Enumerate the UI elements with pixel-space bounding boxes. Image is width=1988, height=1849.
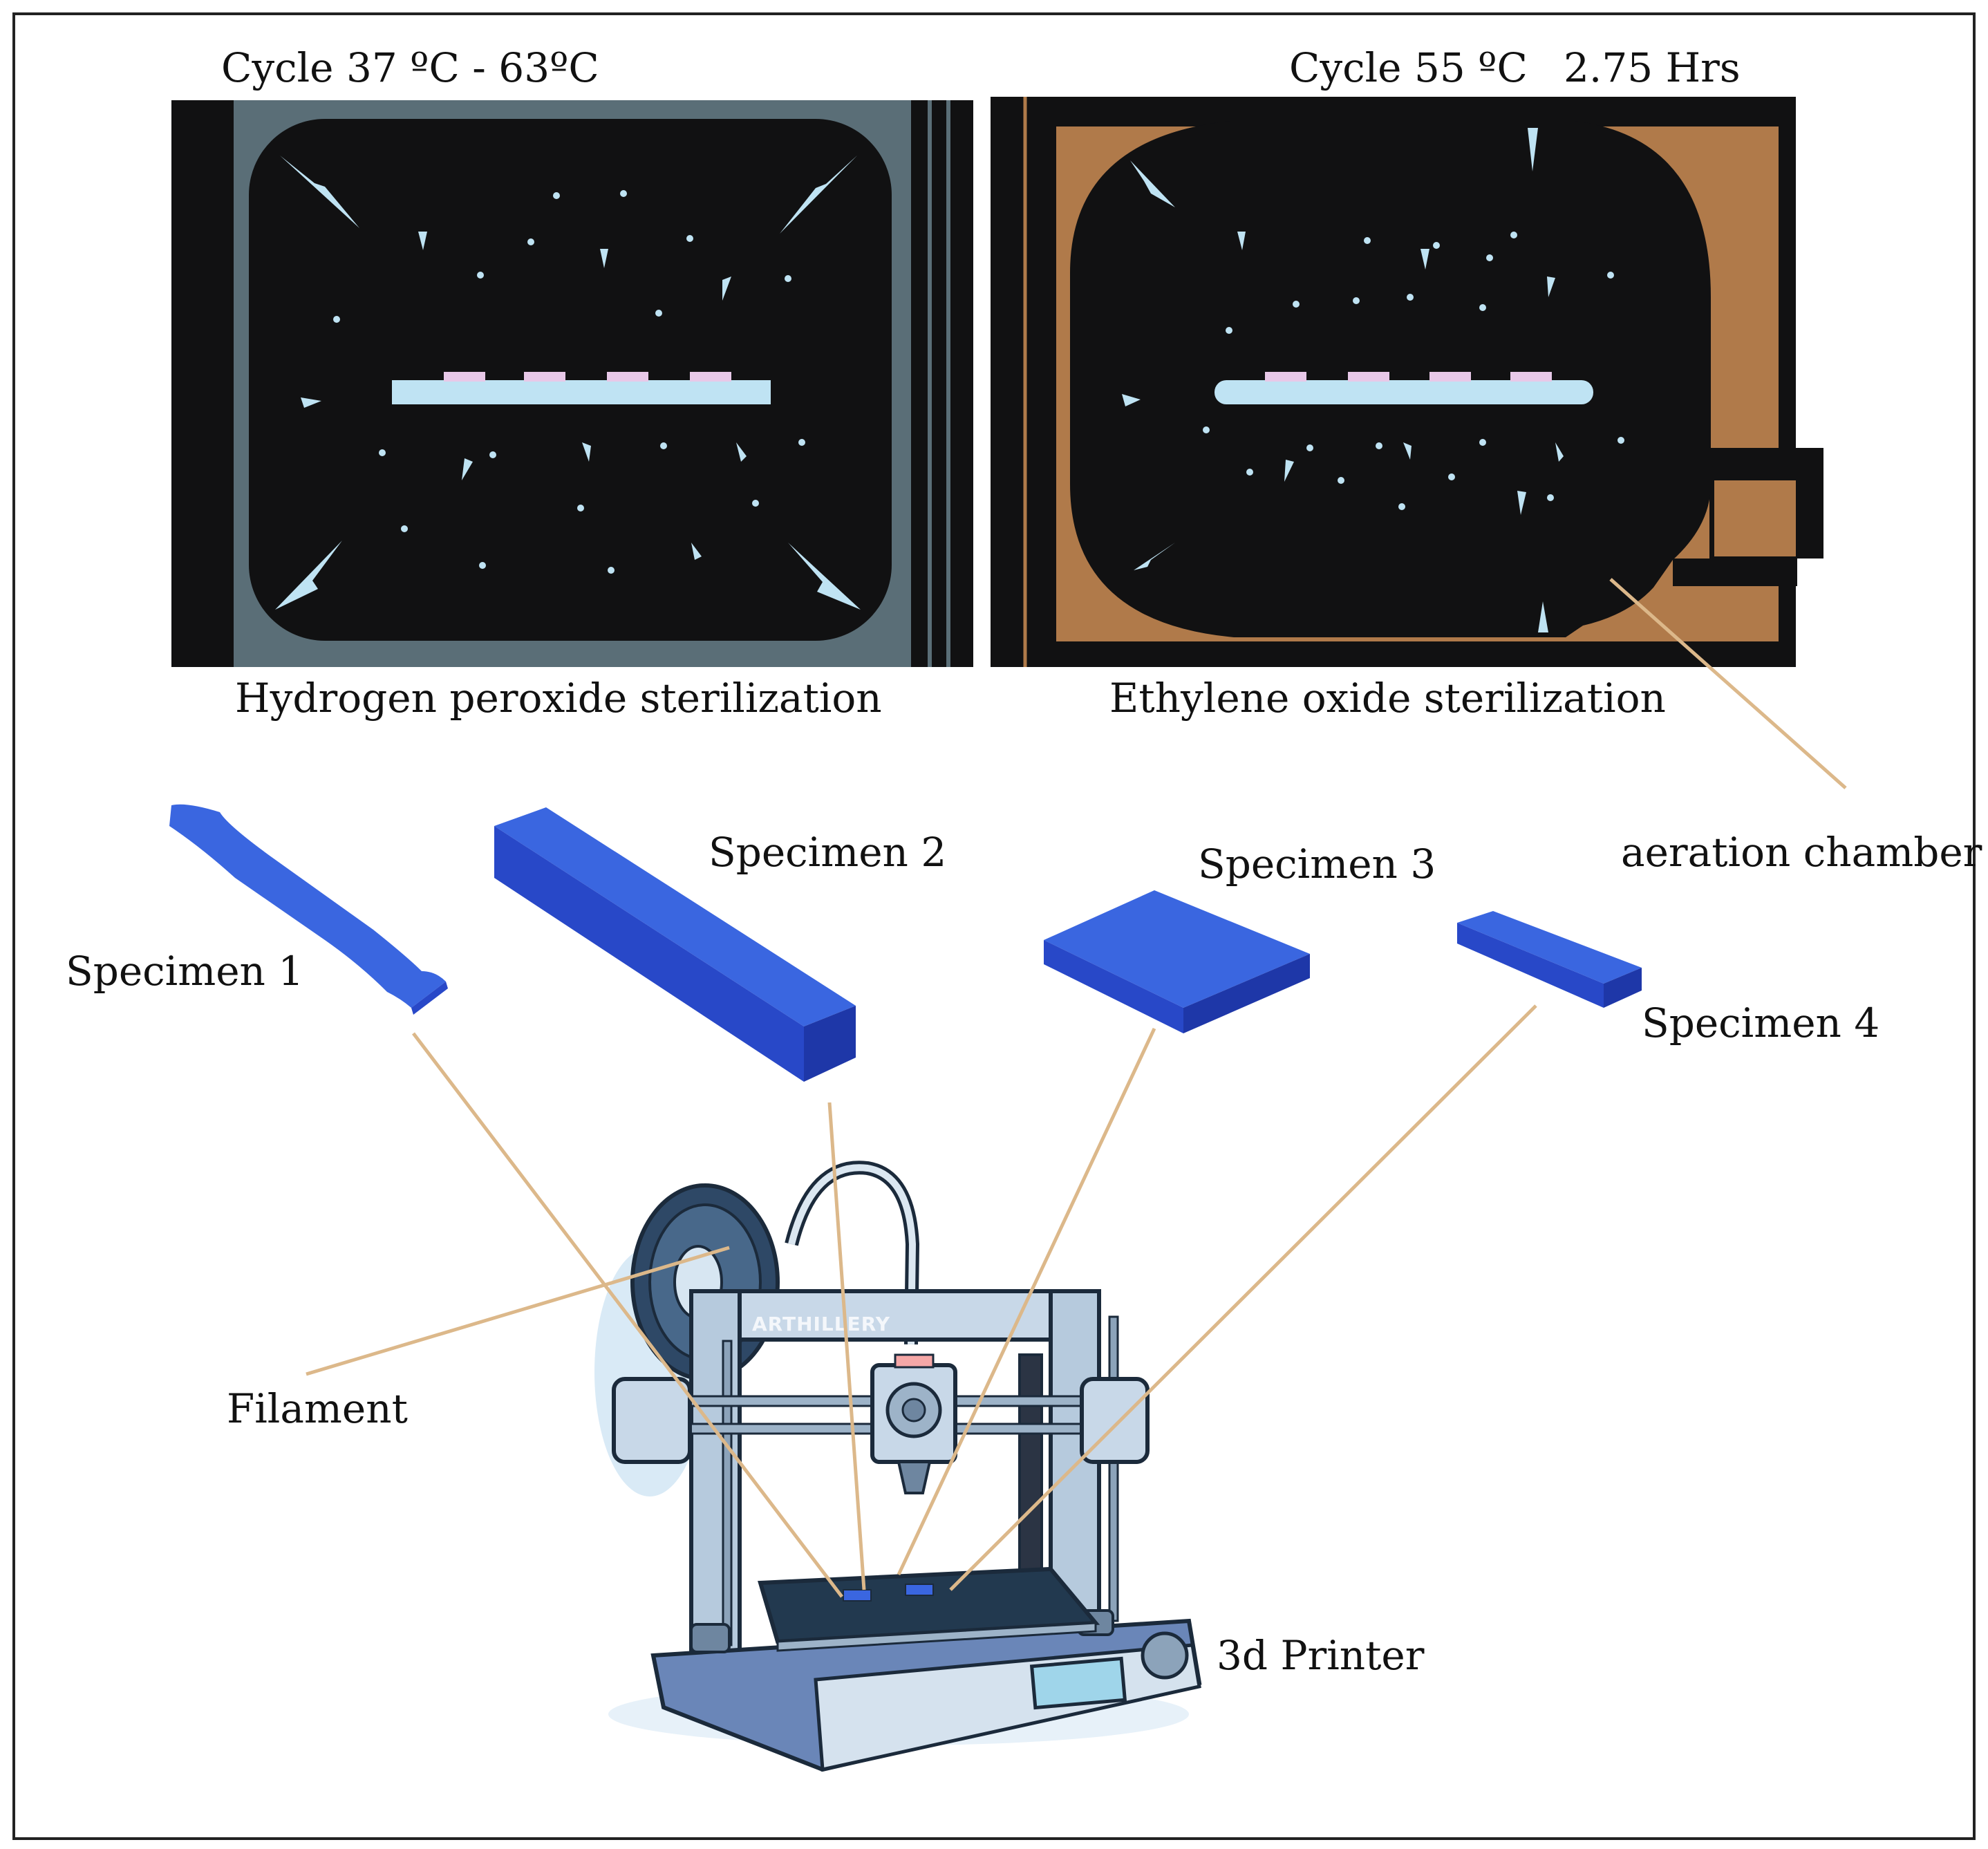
hydrogen-chamber-caption: Hydrogen peroxide sterilization [235, 675, 882, 722]
specimen-1-label: Specimen 1 [66, 948, 303, 995]
print-bed-edge [776, 1622, 1097, 1652]
aeration-notch [1673, 559, 1797, 586]
hydrogen-vent-icon [788, 543, 861, 610]
leader-line-filament [306, 1246, 730, 1376]
hydrogen-chamber-interior [249, 119, 892, 641]
hydrogen-vent-icon [280, 156, 359, 228]
ethylene-sample [1348, 372, 1389, 382]
hydrogen-vent-icon [780, 156, 857, 234]
ethylene-oxide-chamber: Cycle 55 ºC 2.75 Hrs Ethylene oxide ster… [991, 44, 1823, 722]
printer-left-rod [722, 1340, 733, 1646]
ethylene-tray [1215, 380, 1593, 404]
ethylene-cycle-time-label: 2.75 Hrs [1564, 44, 1741, 91]
3d-printer: ARTHILLERY [594, 1161, 1202, 1772]
leader-line-specimen-4 [949, 1004, 1537, 1591]
hydrogen-vent-icon [275, 541, 342, 610]
printer-control-knob[interactable] [1141, 1631, 1189, 1680]
ethylene-vent-icon [1528, 128, 1538, 171]
aeration-chamber-label: aeration chamber [1621, 829, 1982, 876]
print-nozzle [897, 1461, 932, 1494]
printed-part [905, 1584, 934, 1596]
printer-brand: ARTHILLERY [752, 1313, 890, 1335]
hydrogen-sample [444, 372, 485, 382]
aeration-port-cap [1796, 480, 1823, 556]
hydrogen-peroxide-chamber: Cycle 37 ºC - 63ºC Hydrogen peroxide ste… [171, 44, 973, 722]
leader-line-aeration [1609, 578, 1847, 789]
ethylene-sample [1510, 372, 1552, 382]
ethylene-chamber-caption: Ethylene oxide sterilization [1109, 675, 1666, 722]
hydrogen-sample [524, 372, 565, 382]
specimen-4-label: Specimen 4 [1642, 999, 1879, 1046]
specimen-3-label: Specimen 3 [1198, 841, 1436, 888]
ethylene-cycle-temp-label: Cycle 55 ºC [1289, 44, 1528, 91]
hydrogen-gas-particles [301, 190, 805, 574]
hydrogen-sample [690, 372, 731, 382]
filament-label: Filament [227, 1385, 408, 1432]
printer-label: 3d Printer [1217, 1632, 1425, 1679]
specimen-2-bar [494, 807, 856, 1082]
ethylene-sample [1265, 372, 1306, 382]
leader-line-specimen-1 [412, 1032, 843, 1598]
hydrogen-cycle-label: Cycle 37 ºC - 63ºC [221, 44, 599, 91]
printed-part [843, 1589, 872, 1602]
printer-foot [690, 1623, 731, 1653]
hydrogen-sample [607, 372, 648, 382]
ethylene-vent-icon [1134, 543, 1175, 570]
leader-lines [306, 578, 1847, 1598]
aeration-port-duct [1714, 480, 1796, 556]
ethylene-sample [1429, 372, 1471, 382]
specimen-2-label: Specimen 2 [709, 829, 946, 876]
hydrogen-tray [392, 380, 771, 404]
specimen-4-strip [1457, 911, 1642, 1008]
printer-left-carriage [612, 1377, 692, 1464]
ethylene-vent-icon [1538, 601, 1548, 632]
printer-right-rod [1108, 1315, 1119, 1622]
ethylene-vent-icon [1130, 160, 1175, 207]
print-head-cap [894, 1353, 935, 1369]
specimen-3-plate [1044, 890, 1310, 1033]
ethylene-chamber-interior [1070, 121, 1711, 637]
ethylene-gas-particles [1122, 232, 1624, 515]
leader-line-specimen-2 [827, 1102, 866, 1590]
leader-line-specimen-3 [897, 1027, 1156, 1576]
specimen-1-dogbone [169, 804, 448, 1015]
printer-lcd-screen [1029, 1656, 1127, 1710]
